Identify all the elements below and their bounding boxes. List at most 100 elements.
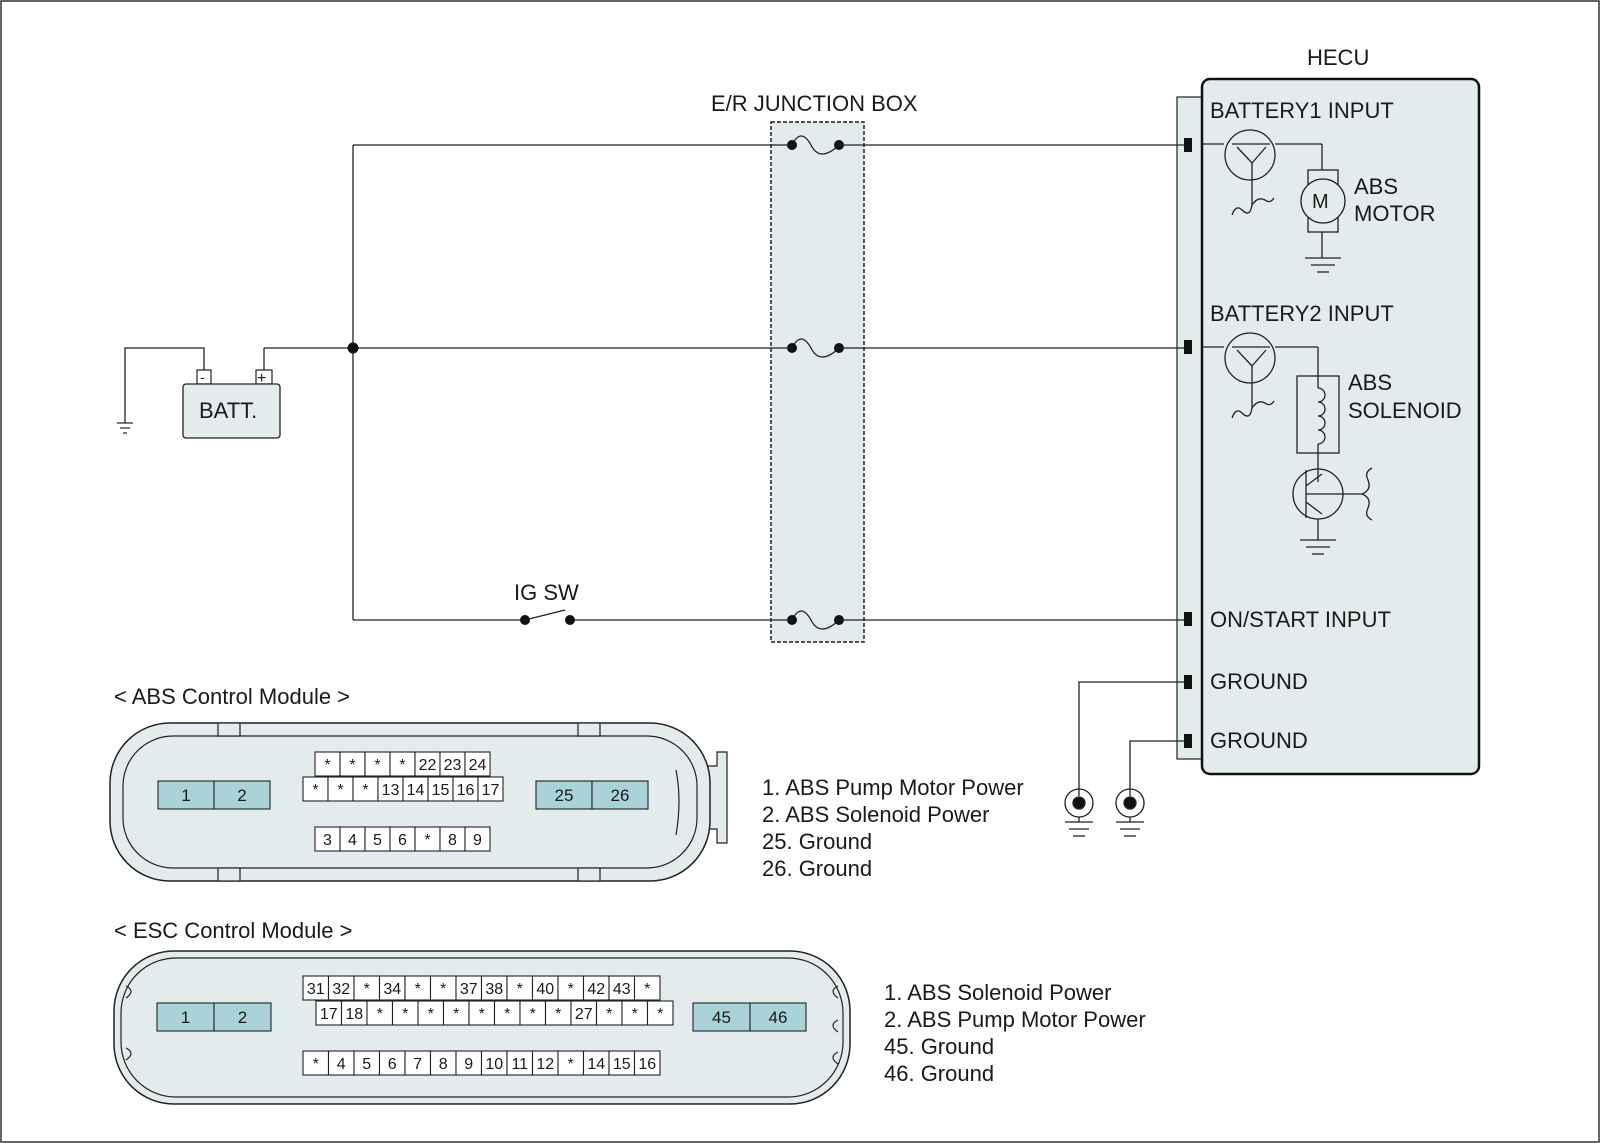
connector-pin-label: 5: [373, 832, 382, 849]
connector-pin-cell: [464, 751, 491, 777]
connector-pin-cell: [156, 1002, 215, 1032]
battery-pos-symbol: +: [257, 370, 266, 387]
connector-pin-cell: [570, 1000, 598, 1026]
connector-pin-cell: [340, 1000, 368, 1026]
connector-pin-label: 26: [611, 786, 630, 805]
connector-pin-label: 11: [511, 1056, 528, 1073]
connector-pin-label: *: [337, 782, 343, 799]
connector-pin-label: 6: [388, 1056, 397, 1073]
chassis-ground-1: [1064, 788, 1094, 837]
connector-pin-cell: [595, 1000, 623, 1026]
connector-pin-label: 2: [238, 1008, 247, 1027]
abs-connector-tab: [706, 751, 728, 844]
connector-pin-label: 17: [482, 782, 500, 799]
connector-pin-label: *: [606, 1006, 612, 1023]
connector-pin-cell: [749, 1002, 807, 1032]
connector-pin-label: *: [632, 1006, 638, 1023]
terminal-ground-1: [1184, 675, 1192, 689]
connector-pin-label: *: [324, 757, 330, 774]
connector-pin-cell: [455, 1050, 483, 1076]
connector-pin-label: 24: [469, 757, 487, 774]
esc-connector-inner: [120, 957, 844, 1098]
connector-pin-label: 14: [407, 782, 425, 799]
motor-symbol: M: [1312, 191, 1329, 213]
connector-pin-cell: [646, 1000, 674, 1026]
connector-pin-cell: [621, 1000, 649, 1026]
connector-pin-label: 4: [337, 1056, 346, 1073]
connector-pin-cell: [477, 776, 504, 802]
connector-pin-label: 46: [769, 1008, 788, 1027]
connector-pin-label: *: [530, 1006, 536, 1023]
connector-pin-label: *: [399, 757, 405, 774]
connector-pin-label: *: [428, 1006, 434, 1023]
terminal-battery1: [1184, 138, 1192, 152]
abs-connector-inner: [122, 735, 698, 869]
battery-label: BATT.: [199, 398, 257, 423]
connector-pin-label: *: [644, 981, 650, 998]
hecu-box: [1200, 77, 1481, 776]
abs-solenoid-label-1: ABS: [1348, 370, 1392, 395]
abs-motor-label-1: ABS: [1354, 174, 1398, 199]
connector-pin-label: *: [453, 1006, 459, 1023]
connector-pin-label: 31: [307, 981, 325, 998]
connector-pin-cell: [391, 1000, 419, 1026]
abs-motor: [1300, 169, 1346, 273]
connector-pin-label: 45: [712, 1008, 731, 1027]
connector-pin-label: 16: [638, 1056, 656, 1073]
connector-pin-label: 5: [362, 1056, 371, 1073]
abs-module-title: < ABS Control Module >: [114, 684, 350, 709]
connector-pin-label: 43: [613, 981, 631, 998]
abs-legend-line: 1. ABS Pump Motor Power: [762, 775, 1024, 800]
connector-pin-label: *: [362, 782, 368, 799]
connector-pin-label: 8: [439, 1056, 448, 1073]
connector-pin-cell: [414, 826, 441, 852]
battery-neg-symbol: -: [200, 369, 205, 385]
connector-pin-label: *: [479, 1006, 485, 1023]
fuse-2: [787, 338, 844, 358]
on-start-input-label: ON/START INPUT: [1210, 607, 1391, 632]
abs-legend-line: 2. ABS Solenoid Power: [762, 802, 989, 827]
connector-pin-label: 9: [473, 832, 482, 849]
abs-pin-legend: 1. ABS Pump Motor Power 2. ABS Solenoid …: [762, 775, 1024, 881]
ground-label-1: GROUND: [1210, 669, 1308, 694]
terminal-battery2: [1184, 340, 1192, 354]
connector-pin-cell: [364, 826, 391, 852]
connector-pin-label: *: [568, 1056, 574, 1073]
connector-pin-cell: [339, 751, 366, 777]
connector-pin-label: 15: [432, 782, 450, 799]
connector-pin-label: 6: [398, 832, 407, 849]
connector-pin-label: 16: [457, 782, 475, 799]
connector-pin-cell: [582, 975, 610, 1001]
connector-pin-cell: [480, 975, 508, 1001]
connector-pin-cell: [353, 1050, 381, 1076]
ig-switch-label: IG SW: [514, 580, 579, 605]
battery2-input-label: BATTERY2 INPUT: [1210, 301, 1394, 326]
connector-pin-cell: [591, 780, 649, 810]
connector-pin-cell: [427, 776, 454, 802]
connector-pin-label: 34: [383, 981, 401, 998]
connector-pin-cell: [557, 1050, 585, 1076]
connector-pin-label: *: [555, 1006, 561, 1023]
hecu-connector-strip: [1176, 96, 1203, 760]
connector-pin-label: 32: [332, 981, 350, 998]
connector-pin-cell: [582, 1050, 610, 1076]
connector-pin-label: *: [312, 782, 318, 799]
abs-legend-line: 26. Ground: [762, 856, 872, 881]
connector-pin-label: 17: [320, 1006, 338, 1023]
connector-pin-label: 12: [536, 1056, 554, 1073]
connector-pin-cell: [692, 1002, 751, 1032]
connector-pin-label: *: [377, 1006, 383, 1023]
connector-pin-cell: [544, 1000, 572, 1026]
connector-pin-cell: [531, 1050, 559, 1076]
connector-pin-label: *: [374, 757, 380, 774]
connector-pin-cell: [314, 826, 341, 852]
junction-box-title: E/R JUNCTION BOX: [711, 91, 918, 116]
connector-pin-cell: [455, 975, 483, 1001]
connector-pin-label: 25: [555, 786, 574, 805]
esc-module-title: < ESC Control Module >: [114, 918, 352, 943]
